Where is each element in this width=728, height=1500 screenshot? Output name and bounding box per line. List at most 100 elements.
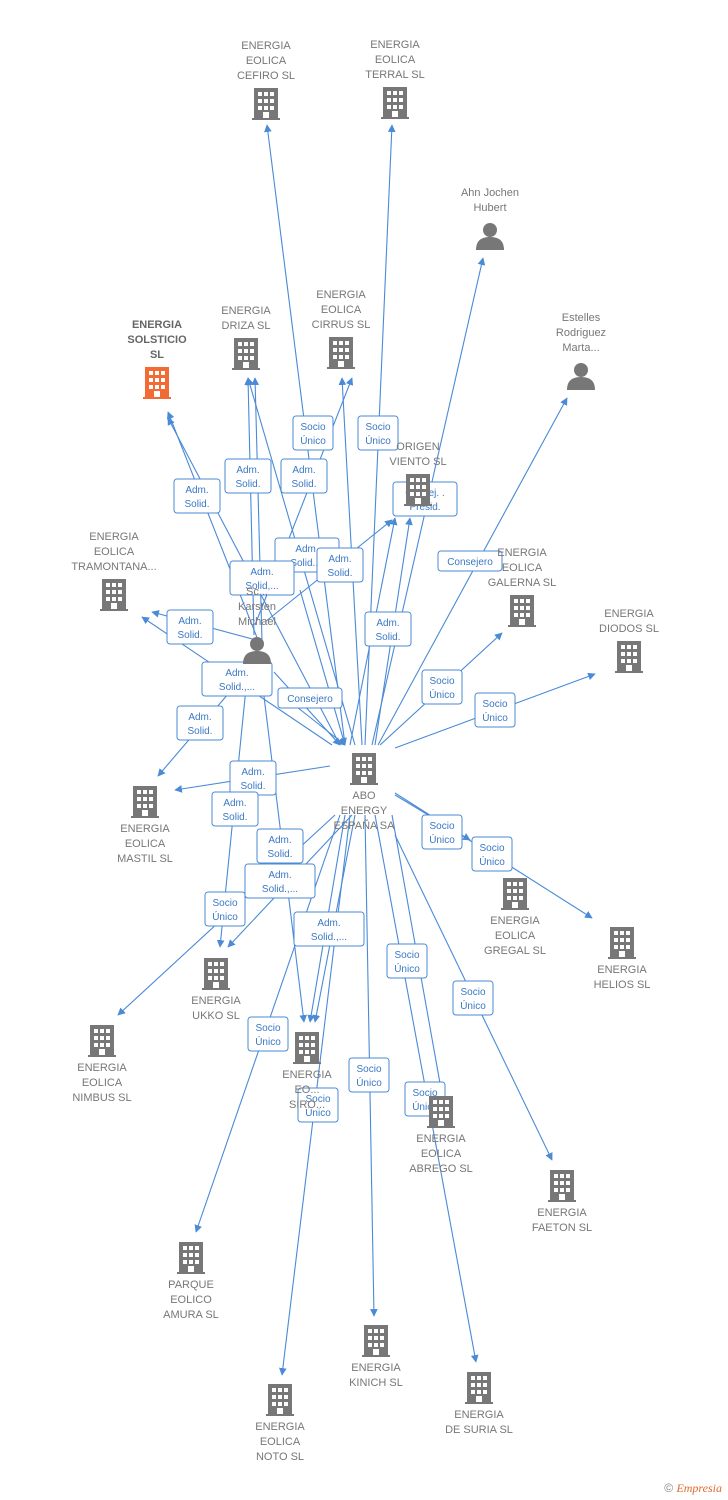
node-label: Sc... (246, 586, 268, 598)
edge-label-box (280, 458, 328, 494)
building-icon (177, 1242, 205, 1274)
edge-label-text: Adm. (295, 544, 318, 555)
edge-label[interactable]: Adm.Solid. (364, 611, 412, 647)
edge-label[interactable]: Adm.Solid. (229, 760, 277, 796)
node-label: ENERGIA (282, 1069, 332, 1081)
edge-label[interactable]: Adm.Solid.,... (244, 863, 316, 899)
node-label: EOLICA (321, 304, 362, 316)
building-icon (615, 641, 643, 673)
node-label: SL (150, 349, 164, 361)
node-label: ENERGIA (497, 547, 547, 559)
node-label: ENERGY (341, 805, 388, 817)
edge-label-text: Solid. (291, 479, 316, 490)
brand-logo[interactable]: Empresia (676, 1481, 722, 1495)
node-label: NOTO SL (256, 1451, 304, 1463)
edge-label-text: Adm. (225, 668, 248, 679)
node-label: HELIOS SL (594, 979, 651, 991)
building-icon (88, 1025, 116, 1057)
edge-label[interactable]: Adm.Solid.,... (293, 911, 365, 947)
edge-label[interactable]: Adm.Solid. (173, 478, 221, 514)
node-label: ESPAÑA SA (334, 819, 396, 832)
edge-label-text: Único (305, 1106, 331, 1119)
node-tramontana[interactable]: ENERGIAEOLICATRAMONTANA... (71, 531, 157, 611)
edge-label[interactable]: Adm.Solid. (280, 458, 328, 494)
edge-label[interactable]: Adm.Solid. (256, 828, 304, 864)
edge-label-text: Solid. (177, 630, 202, 641)
node-label: ABO (352, 790, 376, 802)
edge-label-text: Socio (300, 422, 325, 433)
edge-label[interactable]: Adm.Solid. (166, 609, 214, 645)
edge-label-text: Solid,... (245, 581, 278, 592)
edge-label-text: Socio (356, 1064, 381, 1075)
edge-label-text: Solid. (187, 726, 212, 737)
node-estelles[interactable]: EstellesRodriguezMarta... (556, 312, 606, 390)
node-label: Rodriguez (556, 327, 606, 339)
node-label: ENERGIA (241, 40, 291, 52)
relationship-edge (166, 411, 259, 641)
edge-label[interactable]: Adm.Solid. (211, 791, 259, 827)
edge-label[interactable]: Adm.Solid. (224, 458, 272, 494)
node-label: KINICH SL (349, 1377, 403, 1389)
node-label: DRIZA SL (222, 320, 271, 332)
edge-label-box (277, 687, 343, 709)
edge-label-text: Adm. (250, 567, 273, 578)
edge-label-box (364, 611, 412, 647)
edge-label[interactable]: Adm.Solid. (316, 547, 364, 583)
building-icon (143, 367, 171, 399)
edge-label-box (297, 1087, 339, 1123)
edge-label-text: Solid. (235, 479, 260, 490)
building-icon (465, 1372, 493, 1404)
edge-label-box (176, 705, 224, 741)
node-label: EOLICA (246, 55, 287, 67)
node-label: FAETON SL (532, 1222, 592, 1234)
edge-label-text: Solid. (267, 849, 292, 860)
edge-label-box (247, 1016, 289, 1052)
building-icon (252, 88, 280, 120)
node-label: Karsten (238, 601, 276, 613)
node-label: ENERGIA (604, 608, 654, 620)
edge-label[interactable]: Adm.Solid. (176, 705, 224, 741)
edge-label-text: Presid. (409, 502, 440, 513)
edge-label-box (452, 980, 494, 1016)
edge-label[interactable]: Adm. Solid,... (229, 560, 295, 596)
edge-label[interactable]: Adm.Solid.,... (201, 661, 273, 697)
node-siroco[interactable]: ENERGIAEO...SIRO... (282, 1032, 332, 1111)
node-abo[interactable]: ABO ENERGY ESPAÑA SA (334, 753, 396, 832)
edge-label[interactable]: Consejero (437, 550, 503, 572)
edge-label[interactable]: Consejero (277, 687, 343, 709)
